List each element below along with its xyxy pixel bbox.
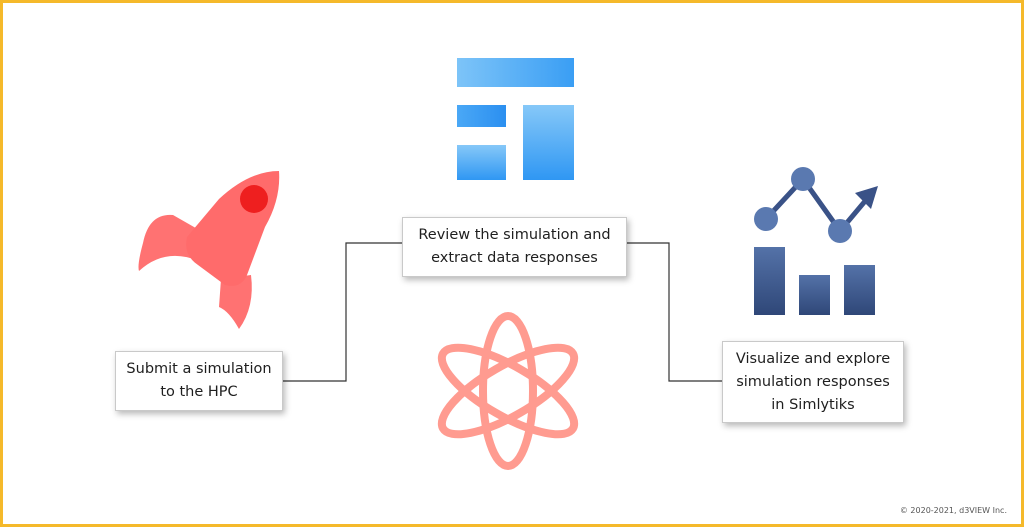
connector-review-to-visualize [627,242,722,382]
step-text-line: to the HPC [160,384,238,400]
copyright-notice: © 2020-2021, d3VIEW Inc. [899,506,1007,515]
step-text-line: in Simlytiks [771,396,855,413]
dashboard-layout-icon [457,58,574,180]
step-box-review-simulation: Review the simulation and extract data r… [402,217,627,277]
connector-submit-to-review [283,242,402,382]
step-box-visualize-responses: Visualize and explore simulation respons… [722,341,904,423]
trend-chart-icon [754,167,878,315]
rocket-icon [138,171,280,329]
step-text-line: extract data responses [431,250,598,266]
step-text-line: simulation responses [736,373,890,390]
diagram-graphics [138,58,878,470]
step-text-line: Visualize and explore [735,350,891,367]
atom-icon [437,312,579,470]
step-text-line: Submit a simulation [126,361,272,377]
step-box-submit-simulation: Submit a simulation to the HPC [115,351,283,411]
connector-lines [283,242,722,382]
step-text-line: Review the simulation and [418,227,611,243]
